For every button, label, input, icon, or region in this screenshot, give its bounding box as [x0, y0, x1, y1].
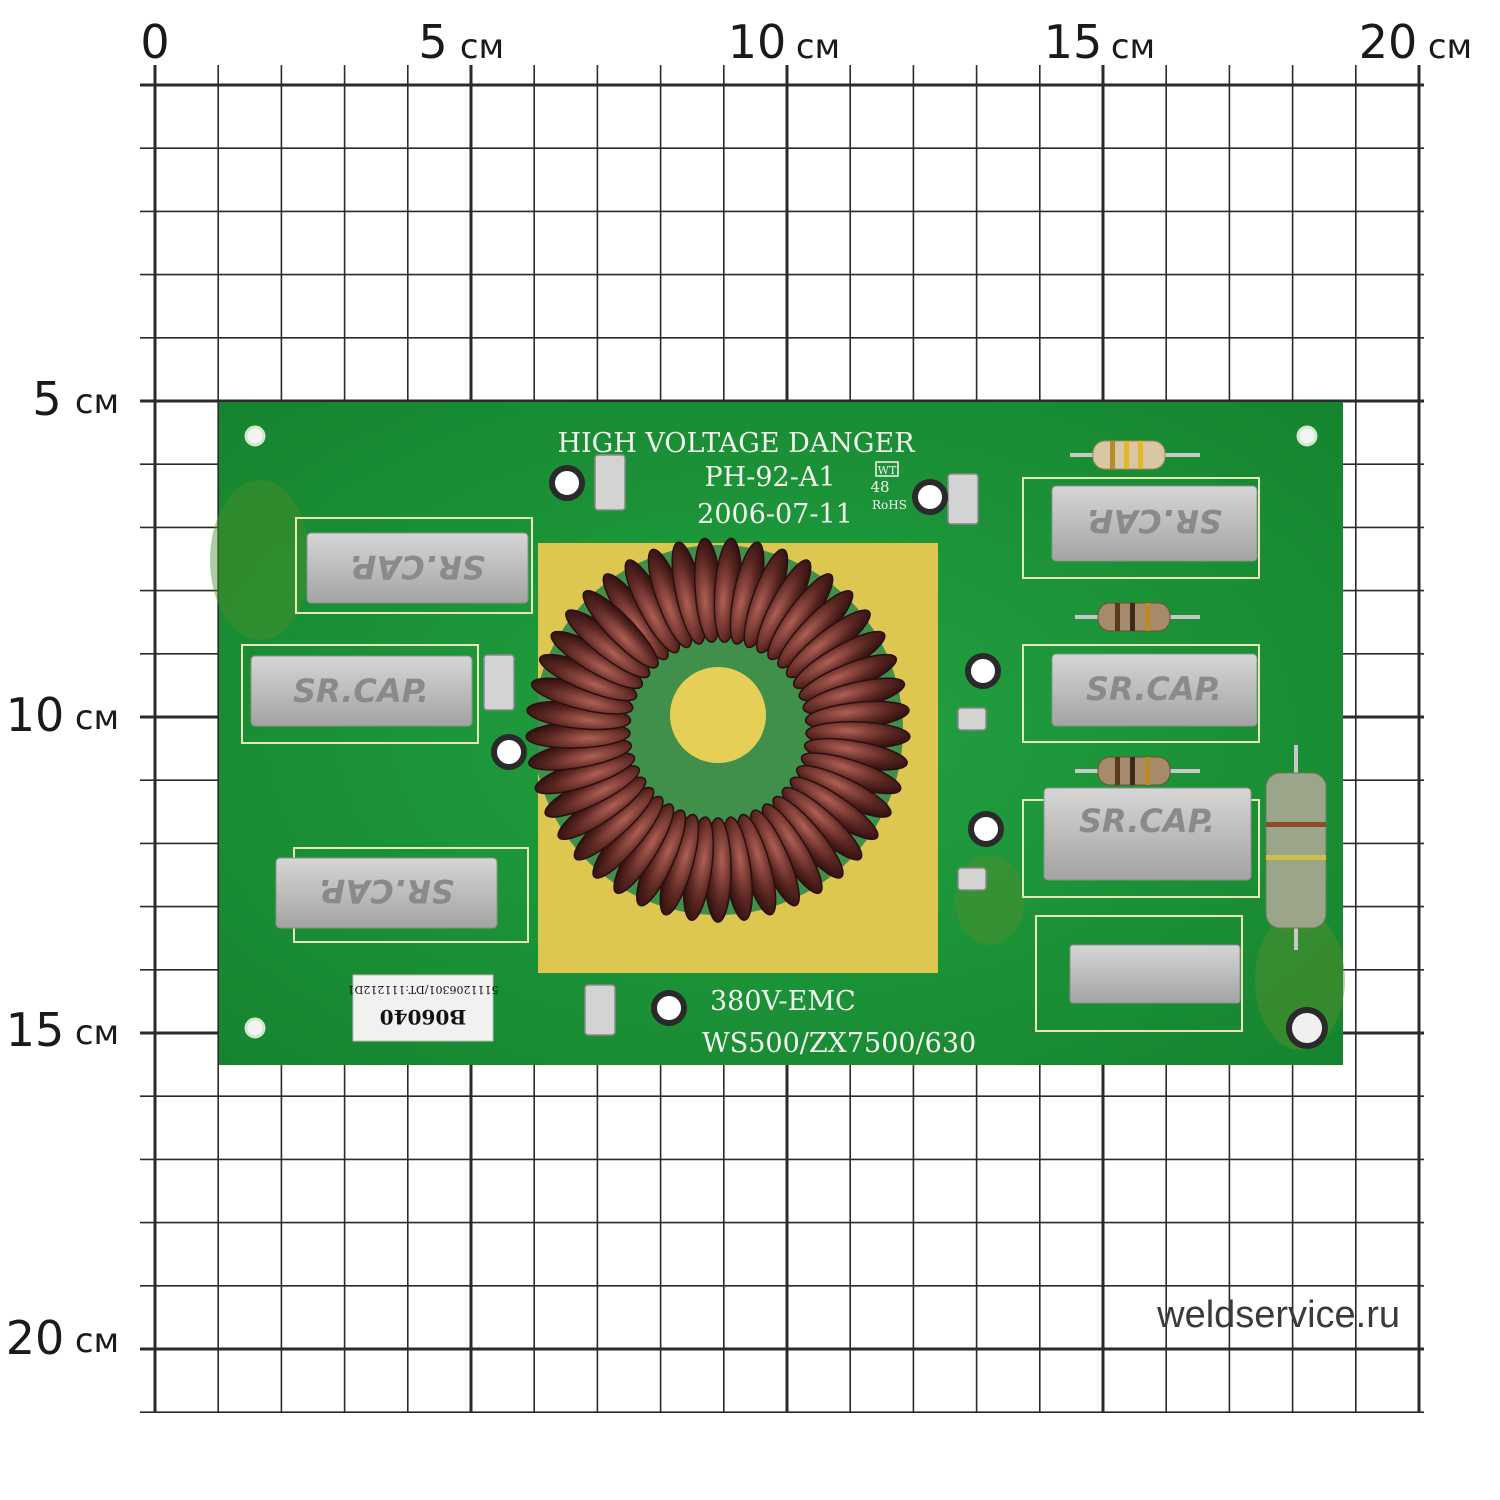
choke-windings: [525, 537, 911, 923]
toroidal-choke: [525, 537, 911, 923]
mounting-hole: [1296, 425, 1318, 447]
capacitor-brand: SR.CAP.: [293, 672, 429, 710]
terminal-tabs: [483, 454, 987, 1036]
sticker-sub-text: 5111206301/DT:111212D1: [348, 983, 499, 996]
ruler-top-5-number: 5: [418, 15, 447, 69]
rating-label: 380V-EMC: [710, 986, 856, 1017]
watermark: weldservice.ru: [1156, 1294, 1400, 1336]
top-ruler: 0 5 см 10 см 15 см 20 см: [140, 15, 1472, 69]
warning-label: HIGH VOLTAGE DANGER: [557, 428, 915, 459]
resistor: [1070, 440, 1200, 470]
ruler-left-5-unit: см: [75, 382, 119, 422]
ruler-top-20-number: 20: [1359, 15, 1418, 69]
capacitor: SR.CAP.: [275, 857, 498, 929]
capacitor-unmarked: [1069, 944, 1241, 1004]
rohs-mark: RoHS: [872, 498, 907, 512]
resistor: [1075, 756, 1200, 786]
emc-filter-board: HIGH VOLTAGE DANGER PH-92-A1 2006-07-11 …: [210, 402, 1345, 1065]
capacitor: SR.CAP.: [1051, 653, 1258, 727]
ruler-top-10-number: 10: [728, 15, 787, 69]
ruler-top-0-number: 0: [140, 15, 169, 69]
ruler-left-15-unit: см: [75, 1013, 119, 1053]
ruler-top-20-unit: см: [1428, 27, 1472, 67]
flux-stain: [210, 480, 310, 640]
ruler-left-5-number: 5: [32, 372, 61, 426]
through-holes: [491, 465, 1004, 1026]
sticker-main-text: B06040: [380, 1005, 466, 1029]
toroid-center: [670, 667, 766, 763]
capacitor-brand: SR.CAP.: [349, 548, 485, 586]
code48-mark: 48: [870, 478, 889, 496]
ruler-top-5-unit: см: [460, 27, 504, 67]
model-label: PH-92-A1: [705, 462, 836, 493]
ruler-top-15-unit: см: [1111, 27, 1155, 67]
copper-winding-turn: [582, 590, 659, 669]
power-resistor: [1265, 745, 1327, 950]
mounting-hole: [244, 425, 266, 447]
capacitor-brand: SR.CAP.: [1086, 670, 1222, 708]
left-ruler: 5 см 10 см 15 см 20 см: [6, 372, 119, 1365]
ruler-left-15-number: 15: [6, 1003, 65, 1057]
ruler-left-20-unit: см: [75, 1321, 119, 1361]
capacitor-brand: SR.CAP.: [1086, 502, 1222, 540]
date-label: 2006-07-11: [697, 499, 853, 530]
capacitor: SR.CAP.: [1051, 485, 1258, 562]
ruler-top-15-number: 15: [1044, 15, 1103, 69]
ruler-left-10-number: 10: [6, 688, 65, 742]
capacitor: SR.CAP.: [306, 532, 529, 604]
mounting-hole: [244, 1017, 266, 1039]
capacitor: SR.CAP.: [250, 655, 473, 727]
serial-sticker: B06040 5111206301/DT:111212D1: [348, 974, 499, 1042]
ruler-left-10-unit: см: [75, 698, 119, 738]
mounting-hole: [1286, 1007, 1328, 1049]
capacitor-brand: SR.CAP.: [1079, 802, 1215, 840]
capacitor: SR.CAP.: [1043, 787, 1252, 881]
capacitor-brand: SR.CAP.: [318, 872, 454, 910]
wt-box: [875, 461, 899, 477]
ruler-left-20-number: 20: [6, 1311, 65, 1365]
series-label: WS500/ZX7500/630: [702, 1028, 976, 1059]
resistor: [1075, 602, 1200, 632]
wt-mark: WT: [878, 464, 897, 477]
ruler-top-10-unit: см: [796, 27, 840, 67]
silk-outlines: [241, 477, 1260, 1032]
